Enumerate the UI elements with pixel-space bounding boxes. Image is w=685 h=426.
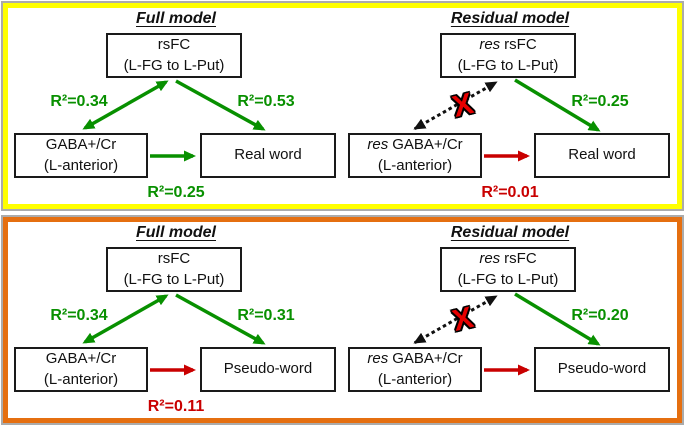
rsfc-box: rsFC (L-FG to L-Put) xyxy=(106,33,242,78)
outcome-box: Real word xyxy=(534,133,670,178)
real-word-panel: Full model rsFC (L-FG to L-Put) GABA+/Cr… xyxy=(1,1,684,211)
path-arrows xyxy=(82,293,266,376)
outcome-box: Pseudo-word xyxy=(200,347,336,392)
full-model-diagram-real-word: Full model rsFC (L-FG to L-Put) GABA+/Cr… xyxy=(9,9,343,203)
gaba-box-line1: GABA+/Cr xyxy=(45,136,117,154)
r-squared-label-bottom: R²=0.11 xyxy=(147,398,205,415)
gaba-box: GABA+/Cr (L-anterior) xyxy=(14,133,148,178)
dotted-covariance-arrow xyxy=(413,294,498,345)
path-arrows xyxy=(82,79,266,162)
r-squared-label-right: R²=0.53 xyxy=(237,93,295,110)
gaba-box-line2: (L-anterior) xyxy=(377,370,453,388)
mediator-to-outcome-arrow xyxy=(514,292,601,346)
res-prefix: res xyxy=(479,36,501,54)
rsfc-box-line2: (L-FG to L-Put) xyxy=(123,270,225,288)
rsfc-box-line2: (L-FG to L-Put) xyxy=(457,56,559,74)
rsfc-box-line2: (L-FG to L-Put) xyxy=(123,56,225,74)
r-squared-label-left: R²=0.34 xyxy=(50,307,108,324)
mediator-to-outcome-arrow xyxy=(175,293,266,345)
gaba-box: GABA+/Cr (L-anterior) xyxy=(14,347,148,392)
rsfc-box-line2: (L-FG to L-Put) xyxy=(457,270,559,288)
res-prefix: res xyxy=(479,250,501,268)
r-squared-label-right: R²=0.25 xyxy=(571,93,629,110)
covariance-arrow xyxy=(82,80,169,130)
mediator-to-outcome-arrow xyxy=(175,79,266,131)
path-arrows xyxy=(413,78,601,162)
diagram-title: Full model xyxy=(136,10,216,27)
path-arrows xyxy=(413,292,601,376)
gaba-box-line2: (L-anterior) xyxy=(43,370,119,388)
r-squared-label-left: R²=0.34 xyxy=(50,93,108,110)
res-prefix: res xyxy=(367,136,389,154)
diagram-title: Residual model xyxy=(450,10,570,27)
pseudo-word-panel: Full model rsFC (L-FG to L-Put) GABA+/Cr… xyxy=(1,215,684,425)
outcome-box: Real word xyxy=(200,133,336,178)
rsfc-box: rsFC (L-FG to L-Put) xyxy=(106,247,242,292)
gaba-box-line2: (L-anterior) xyxy=(377,156,453,174)
gaba-box-line2: (L-anterior) xyxy=(43,156,119,174)
r-squared-label-bottom: R²=0.01 xyxy=(481,184,539,201)
res-prefix: res xyxy=(367,350,389,368)
diagram-title: Full model xyxy=(136,224,216,241)
covariance-arrow xyxy=(82,294,169,344)
full-model-diagram-pseudo-word: Full model rsFC (L-FG to L-Put) GABA+/Cr… xyxy=(9,223,343,417)
rsfc-box-line1: rsFC xyxy=(157,36,191,54)
mediator-to-outcome-arrow xyxy=(514,78,601,132)
gaba-box-line1: GABA+/Cr xyxy=(45,350,117,368)
rsfc-box-line1: rsFC xyxy=(157,250,191,268)
r-squared-label-bottom: R²=0.25 xyxy=(147,184,205,201)
r-squared-label-right: R²=0.20 xyxy=(571,307,629,324)
diagram-title: Residual model xyxy=(450,224,570,241)
outcome-box: Pseudo-word xyxy=(534,347,670,392)
dotted-covariance-arrow xyxy=(413,80,498,131)
r-squared-label-right: R²=0.31 xyxy=(237,307,295,324)
